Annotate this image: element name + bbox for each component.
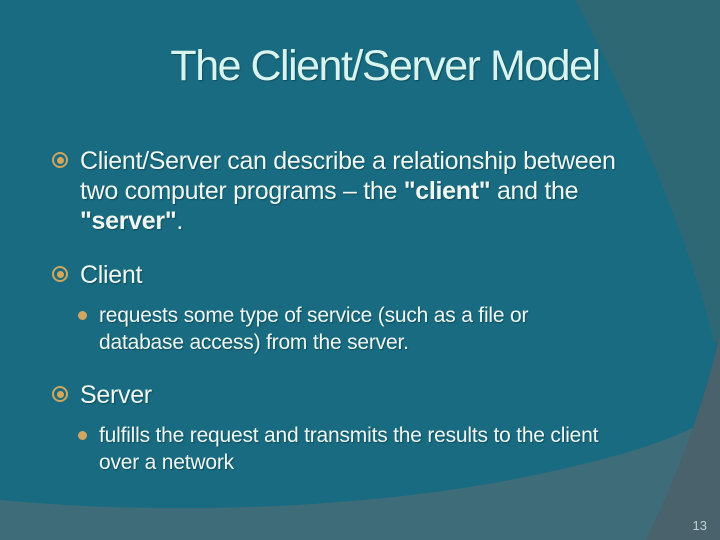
sub-bullet-item: requests some type of service (such as a… — [78, 302, 712, 356]
bullet-list: Client/Server can describe a relationshi… — [52, 146, 712, 476]
bottom-gray-sweep — [0, 412, 720, 540]
ring-bullet-icon — [52, 266, 68, 282]
bullet-item: Server — [52, 380, 712, 410]
ring-bullet-center-dot — [56, 270, 64, 278]
bullet-item: Client — [52, 260, 712, 290]
bullet-text: Server — [80, 381, 152, 409]
ring-bullet-icon — [52, 386, 68, 402]
bullet-text: Client — [80, 261, 143, 289]
dot-bullet-icon — [78, 431, 87, 440]
ring-bullet-center-dot — [56, 390, 64, 398]
bullet-item: Client/Server can describe a relationshi… — [52, 146, 712, 236]
bullet-text: requests some type of service (such as a… — [99, 304, 529, 354]
bullet-text: Client/Server can describe a relationshi… — [80, 147, 616, 235]
page-number: 13 — [692, 518, 707, 533]
bullet-text: fulfills the request and transmits the r… — [99, 424, 599, 474]
dot-bullet-icon — [78, 311, 87, 320]
sub-bullet-item: fulfills the request and transmits the r… — [78, 422, 712, 476]
ring-bullet-center-dot — [56, 156, 64, 164]
right-dark-wedge — [646, 335, 720, 540]
slide-title: The Client/Server Model — [170, 42, 601, 90]
ring-bullet-icon — [52, 152, 68, 168]
top-right-gray-arc — [575, 0, 720, 342]
